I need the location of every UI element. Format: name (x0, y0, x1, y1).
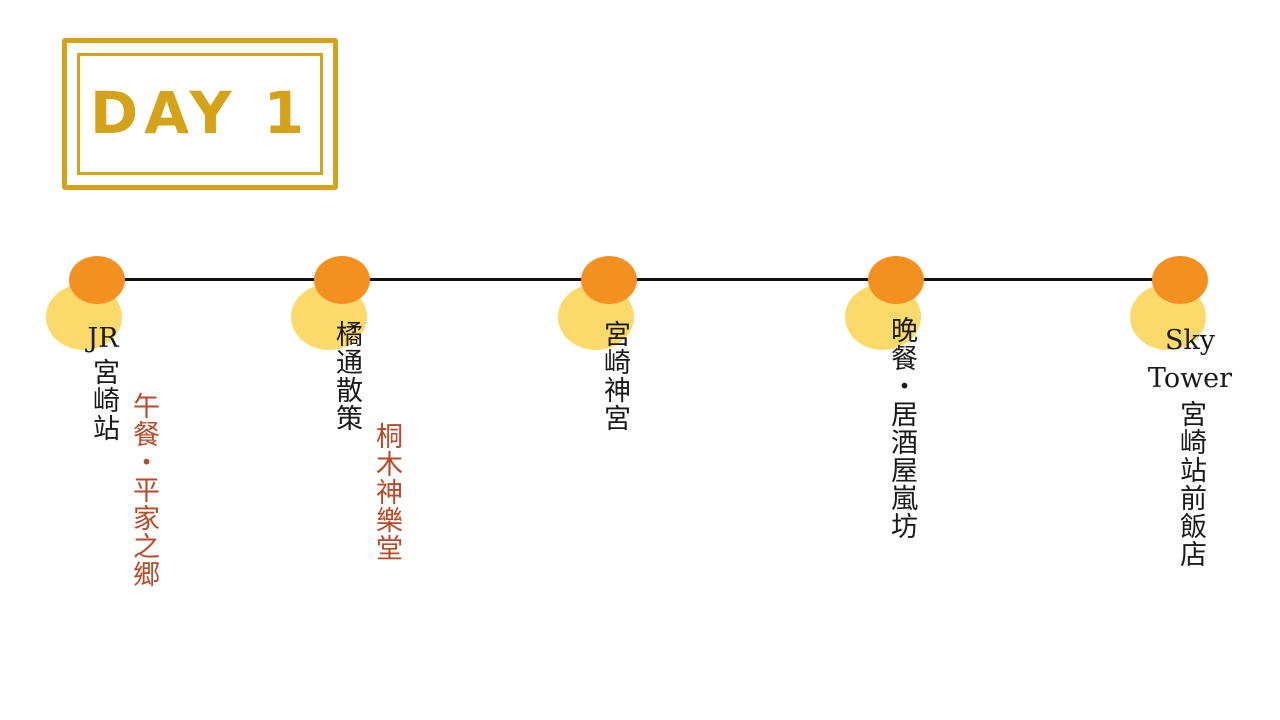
stop-5-dot (1152, 256, 1208, 304)
stop-1-name-latin: JR (87, 323, 119, 354)
stop-1-name: 宮崎站 (88, 358, 119, 442)
stop-1-dot (69, 256, 125, 304)
stop-3-name: 宮崎神宮 (599, 320, 630, 432)
timeline-line (96, 278, 1180, 281)
stop-5-name-line2: Tower (1147, 363, 1233, 394)
stop-5-name-cjk: 宮崎站前飯店 (1175, 400, 1206, 568)
stop-1-sub: 午餐・平家之郷 (128, 392, 159, 588)
stop-4-dot (868, 256, 924, 304)
day-badge: DAY 1 (62, 38, 338, 190)
stop-2-sub: 桐木神樂堂 (371, 422, 402, 562)
stop-2-name: 橘通散策 (331, 320, 362, 432)
stop-3-dot (581, 256, 637, 304)
day-badge-text: DAY 1 (89, 79, 311, 147)
stop-5-name-line1: Sky (1164, 325, 1216, 356)
stop-4-name: 晚餐・居酒屋嵐坊 (886, 316, 917, 540)
stop-2-dot (314, 256, 370, 304)
